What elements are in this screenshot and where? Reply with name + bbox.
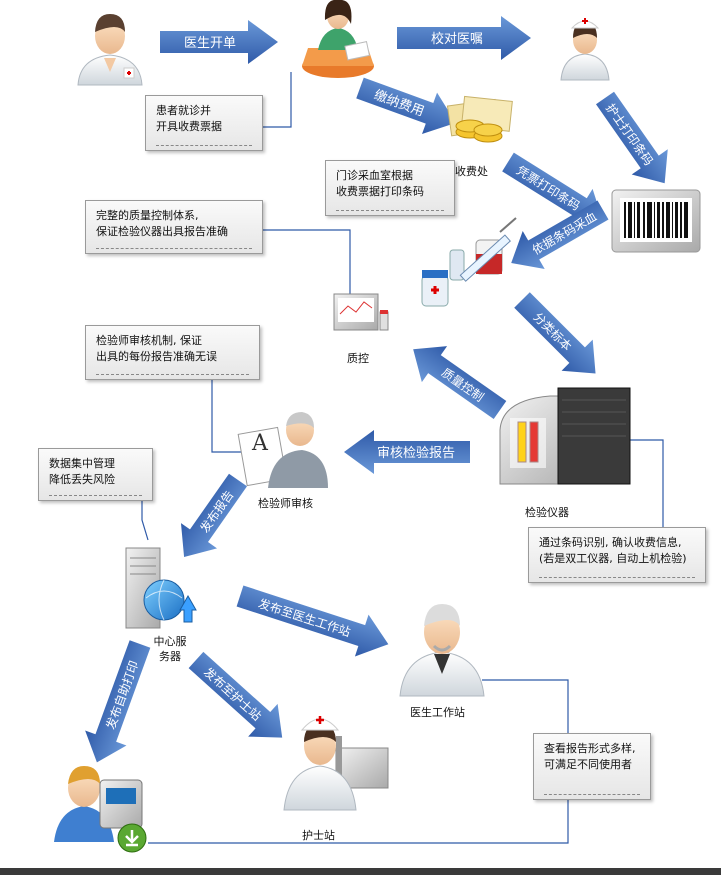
arrow-pay-fee: 缴纳费用 — [356, 77, 456, 134]
arrow-collect-by-barcode-label: 依据条码采血 — [529, 208, 599, 257]
label-instrument: 检验仪器 — [525, 506, 569, 519]
receptionist-icon — [302, 0, 374, 78]
printer-icon — [54, 766, 147, 853]
arrow-nurse-print: 护士打印条码 — [595, 91, 668, 184]
barcode-icon — [611, 189, 701, 253]
note-report-forms: 查看报告形式多样, 可满足不同使用者 — [533, 733, 651, 800]
svg-text:A: A — [251, 431, 269, 456]
label-server: 中心服 务器 — [153, 635, 187, 663]
arrow-publish-report: 发布报告 — [180, 473, 248, 558]
arrow-review-report: 审核检验报告 — [344, 430, 470, 474]
arrow-doctor-order: 医生开单 — [160, 20, 278, 64]
arrow-publish-doctor: 发布至医生工作站 — [236, 585, 389, 657]
server-icon — [125, 547, 197, 629]
label-reviewer: 检验师审核 — [258, 497, 313, 510]
label-cashier: 收费处 — [455, 165, 488, 178]
connector-lines — [141, 72, 664, 844]
note-qc-system: 完整的质量控制体系, 保证检验仪器出具报告准确 — [85, 200, 263, 254]
arrow-nurse-print-label: 护士打印条码 — [603, 101, 656, 168]
note-clinic-blood: 门诊采血室根据 收费票据打印条码 — [325, 160, 455, 216]
note-centralized: 数据集中管理 降低丢失风险 — [38, 448, 153, 501]
doctor-station-icon — [399, 604, 485, 697]
label-nurse-station: 护士站 — [302, 829, 335, 842]
arrow-quality-control: 质量控制 — [413, 346, 507, 420]
arrow-print-by-receipt-label: 凭票打印条码 — [514, 162, 583, 213]
arrow-classify-specimen: 分类标本 — [514, 292, 596, 374]
reviewer-icon: A — [237, 412, 328, 488]
instrument-icon — [499, 387, 631, 485]
arrow-publish-nurse: 发布至护士站 — [188, 651, 283, 738]
label-doctor-station: 医生工作站 — [410, 706, 465, 719]
doctor-icon — [77, 14, 143, 86]
bottom-edge-bar — [0, 868, 721, 875]
qc-icon — [333, 293, 389, 331]
note-reviewer-mechanism: 检验师审核机制, 保证 出具的每份报告准确无误 — [85, 325, 260, 380]
nurse-station-icon — [283, 716, 389, 811]
arrow-doctor-order-label: 医生开单 — [184, 36, 236, 51]
arrow-publish-nurse-label: 发布至护士站 — [201, 664, 265, 723]
note-barcode-ident: 通过条码识别, 确认收费信息, (若是双工仪器, 自动上机检验) — [528, 527, 706, 583]
cashier-icon — [446, 95, 513, 143]
syringe-icon — [421, 217, 517, 307]
arrow-review-report-label: 审核检验报告 — [377, 445, 455, 461]
arrow-check-order-label: 校对医嘱 — [431, 31, 483, 47]
label-qc: 质控 — [347, 352, 369, 365]
arrow-check-order: 校对医嘱 — [397, 16, 531, 60]
nurse-icon — [560, 18, 610, 81]
note-patient-visit: 患者就诊并 开具收费票据 — [145, 95, 263, 151]
